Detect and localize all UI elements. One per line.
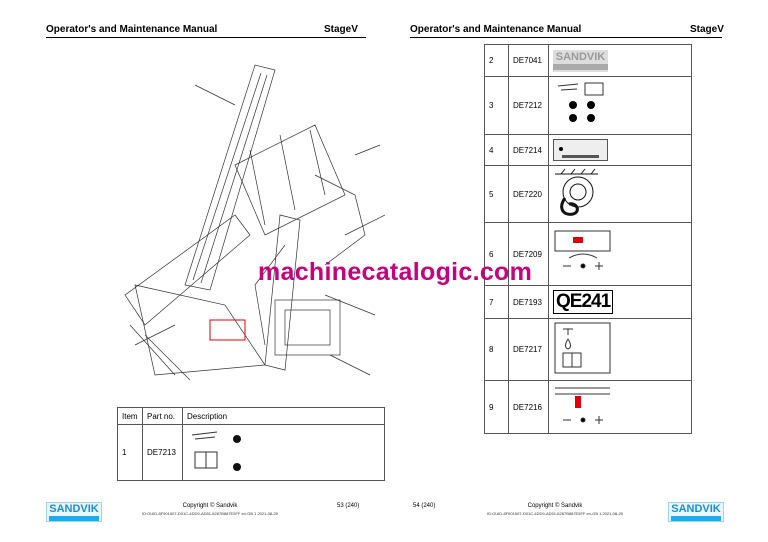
part-number: DE7217 (508, 318, 549, 381)
parts-table-left: Item Part no. Description 1 DE7213 (117, 407, 385, 481)
item-number: 2 (484, 44, 509, 77)
page-header-title: Operator's and Maintenance Manual (46, 24, 218, 35)
header-rule (410, 37, 722, 38)
description-cell (548, 165, 692, 223)
lift-points-decal-icon (557, 82, 604, 122)
part-number: DE7193 (508, 285, 549, 319)
part-number: DE7220 (508, 165, 549, 223)
part-number: DE7212 (508, 76, 549, 135)
item-number: 7 (484, 285, 509, 319)
part-number: DE7213 (142, 424, 183, 481)
page-number: 54 (240) (413, 503, 436, 509)
page-header-title: Operator's and Maintenance Manual (410, 24, 582, 35)
col-item: Item (117, 407, 143, 425)
copyright-text: Copyright © Sandvik (527, 503, 583, 509)
decal-lift-and-manual-icon (191, 431, 241, 471)
part-number: DE7041 (508, 44, 549, 77)
adjustment-decal-icon (554, 230, 611, 270)
description-cell (548, 76, 692, 135)
description-cell (548, 222, 692, 286)
model-number-plate-icon (553, 139, 608, 161)
machine-decal-location-drawing (124, 64, 385, 381)
part-number: DE7209 (508, 222, 549, 286)
sandvik-logo: SANDVIK (46, 502, 102, 522)
description-cell: SANDVIK (548, 44, 692, 77)
oil-fill-manual-icon (554, 322, 611, 374)
model-name-decal: QE241 (553, 290, 614, 314)
document-id: ID:GUID-8F901607-D01C-4DD9-AD51-6287B887… (142, 511, 278, 516)
document-id: ID:GUID-8F901607-D01C-4DD9-AD51-6287B887… (487, 511, 623, 516)
copyright-text: Copyright © Sandvik (182, 503, 238, 509)
watermark: machinecatalogic.com (258, 258, 533, 286)
item-number: 9 (484, 380, 509, 434)
table-row: 1 DE7213 (117, 424, 385, 481)
item-number: 1 (117, 424, 143, 481)
item-number: 3 (484, 76, 509, 135)
adjustment-red-icon (555, 387, 610, 424)
sandvik-logo-decal: SANDVIK (553, 49, 608, 72)
table-header-row: Item Part no. Description (117, 407, 385, 425)
description-cell (548, 134, 692, 166)
description-cell: QE241 (548, 285, 692, 319)
hose-hazard-icon (555, 168, 598, 216)
col-part: Part no. (142, 407, 183, 425)
description-cell (548, 380, 692, 434)
header-rule (46, 37, 366, 38)
item-number: 8 (484, 318, 509, 381)
page-header-stage: StageV (690, 24, 724, 35)
col-description: Description (182, 407, 385, 425)
description-cell (548, 318, 692, 381)
part-number: DE7216 (508, 380, 549, 434)
sandvik-logo: SANDVIK (668, 502, 724, 522)
item-number: 4 (484, 134, 509, 166)
page-number: 53 (240) (337, 503, 360, 509)
description-cell (182, 424, 385, 481)
part-number: DE7214 (508, 134, 549, 166)
item-number: 5 (484, 165, 509, 223)
page-header-stage: StageV (324, 24, 358, 35)
